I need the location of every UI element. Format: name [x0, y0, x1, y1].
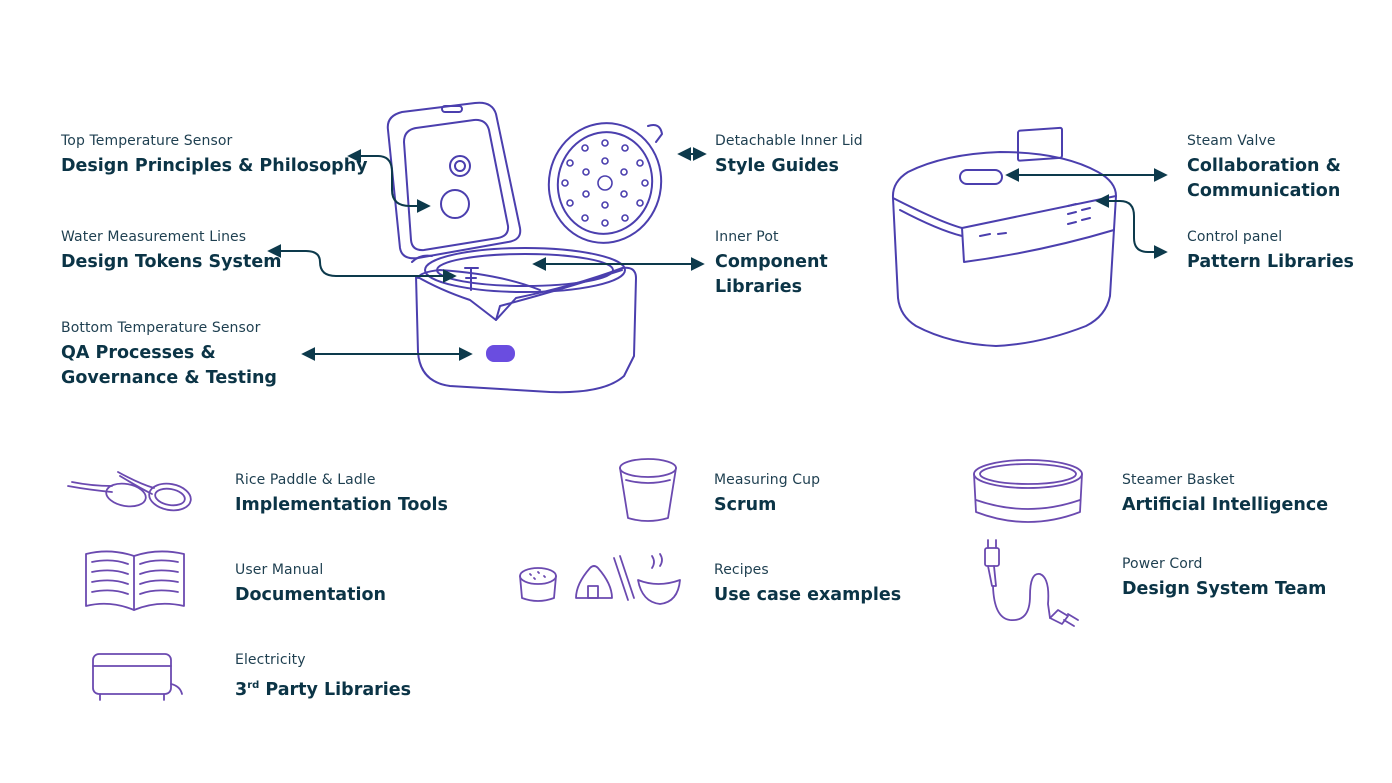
callout-meaning: Style Guides	[715, 155, 839, 176]
callout-top-temperature-sensor: Top Temperature Sensor Design Principles…	[61, 133, 368, 179]
meaning-text: Party Libraries	[259, 679, 412, 700]
callout-bottom-temperature-sensor: Bottom Temperature Sensor QA Processes &…	[61, 320, 277, 391]
accessory-name: Rice Paddle & Ladle	[235, 472, 376, 488]
callout-meaning-line2: Communication	[1187, 180, 1341, 201]
power-cord-icon	[984, 539, 1079, 627]
callout-part-name: Water Measurement Lines	[61, 229, 247, 245]
accessory-meaning: Artificial Intelligence	[1122, 494, 1329, 515]
rice-paddle-icon	[67, 471, 192, 512]
callout-meaning: Design Tokens System	[61, 251, 282, 272]
callout-part-name: Inner Pot	[715, 229, 779, 245]
callout-control-panel: Control panel Pattern Libraries	[1187, 229, 1354, 275]
arrow-water-lines	[267, 244, 457, 283]
measuring-cup-icon	[619, 458, 677, 522]
accessory-meaning: Implementation Tools	[235, 494, 448, 515]
steamer-basket-icon	[973, 459, 1083, 523]
accessory-rice-paddle: Rice Paddle & Ladle Implementation Tools	[235, 472, 448, 518]
ordinal-suffix: rd	[247, 679, 260, 691]
callout-meaning-line1: Component	[715, 251, 828, 272]
accessory-user-manual: User Manual Documentation	[235, 562, 386, 608]
callout-meaning-line2: Governance & Testing	[61, 367, 277, 388]
accessory-recipes: Recipes Use case examples	[714, 562, 901, 608]
accessory-meaning: Documentation	[235, 584, 386, 605]
callout-steam-valve: Steam Valve Collaboration & Communicatio…	[1187, 133, 1341, 204]
accessory-name: Recipes	[714, 562, 769, 578]
arrow-top-sensor	[347, 149, 431, 213]
food-icon	[519, 553, 681, 605]
closed-rice-cooker-illustration	[891, 126, 1117, 347]
accessory-meaning: Use case examples	[714, 584, 902, 605]
callout-part-name: Bottom Temperature Sensor	[61, 320, 261, 336]
callout-meaning-line1: Collaboration &	[1187, 155, 1341, 176]
callout-water-measurement-lines: Water Measurement Lines Design Tokens Sy…	[61, 229, 281, 275]
callout-part-name: Detachable Inner Lid	[715, 133, 863, 149]
battery-icon	[92, 653, 183, 701]
callout-meaning: Design Principles & Philosophy	[61, 155, 368, 176]
accessory-steamer-basket: Steamer Basket Artificial Intelligence	[1122, 472, 1328, 518]
open-rice-cooker-illustration	[386, 101, 663, 394]
accessory-meaning: 3rd Party Libraries	[235, 673, 411, 703]
accessory-name: User Manual	[235, 562, 324, 578]
book-icon	[85, 550, 185, 611]
callout-part-name: Control panel	[1187, 229, 1283, 245]
callout-inner-pot: Inner Pot Component Libraries	[715, 229, 828, 300]
ordinal-number: 3	[235, 679, 248, 700]
accessory-name: Electricity	[235, 652, 306, 668]
callout-part-name: Steam Valve	[1187, 133, 1276, 149]
accessory-meaning: Design System Team	[1122, 578, 1327, 599]
accessory-measuring-cup: Measuring Cup Scrum	[714, 472, 820, 518]
callout-detachable-inner-lid: Detachable Inner Lid Style Guides	[715, 133, 863, 179]
callout-meaning-line1: QA Processes &	[61, 342, 216, 363]
callout-meaning: Pattern Libraries	[1187, 251, 1354, 272]
callout-meaning-line2: Libraries	[715, 276, 803, 297]
accessory-meaning: Scrum	[714, 494, 777, 515]
arrow-control-panel	[1095, 194, 1168, 259]
accessory-electricity: Electricity 3rd Party Libraries	[235, 652, 411, 702]
accessory-name: Power Cord	[1122, 556, 1203, 572]
callout-arrows	[267, 147, 1168, 361]
accessory-name: Measuring Cup	[714, 472, 821, 488]
accessory-power-cord: Power Cord Design System Team	[1122, 556, 1326, 602]
callout-part-name: Top Temperature Sensor	[61, 133, 233, 149]
accessory-name: Steamer Basket	[1122, 472, 1235, 488]
